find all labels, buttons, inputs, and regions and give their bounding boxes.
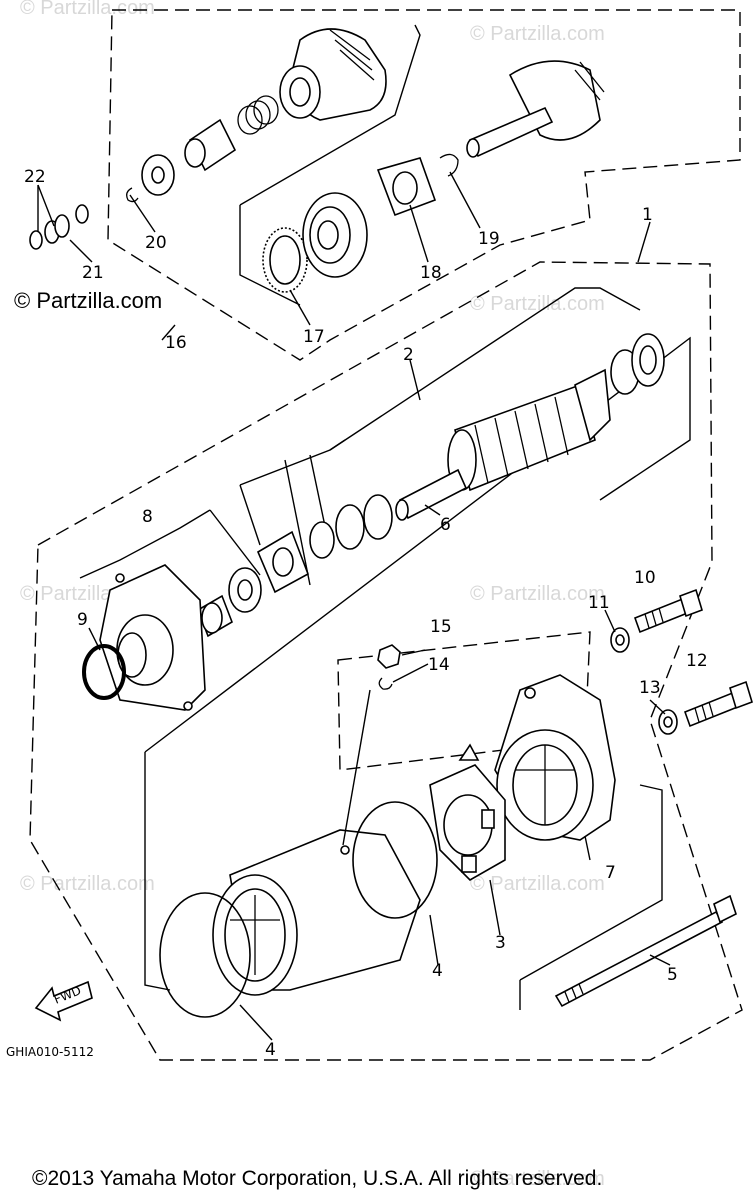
bracket-lines bbox=[79, 24, 691, 1010]
part-washers-left bbox=[256, 494, 393, 594]
callout-1: 1 bbox=[642, 205, 653, 225]
part-bolt-12 bbox=[683, 680, 753, 728]
part-rear-cover bbox=[494, 674, 616, 841]
callout-12: 12 bbox=[686, 651, 708, 671]
bracket-line bbox=[239, 24, 421, 206]
callout-10: 10 bbox=[634, 568, 656, 588]
part-bolt-10 bbox=[633, 588, 703, 634]
callout-2: 2 bbox=[403, 345, 414, 365]
fwd-arrow: FWD bbox=[34, 980, 93, 1022]
bracket-line bbox=[144, 336, 691, 753]
part-gear-disc bbox=[302, 192, 368, 278]
part-o-ring-4b bbox=[159, 892, 251, 1018]
callout-18: 18 bbox=[420, 263, 442, 283]
bracket-line bbox=[239, 484, 261, 546]
callout-14: 14 bbox=[428, 655, 450, 675]
part-washer-13 bbox=[658, 709, 678, 735]
part-long-bolt-5 bbox=[554, 894, 737, 1008]
part-o-ring-9 bbox=[82, 644, 126, 700]
part-washers-right bbox=[610, 333, 665, 395]
part-washer-11 bbox=[610, 627, 630, 653]
part-yoke bbox=[212, 829, 421, 996]
callout-leaders bbox=[37, 171, 671, 1041]
watermarks: © Partzilla.com © Partzilla.com © Partzi… bbox=[20, 0, 605, 1190]
part-front-cover bbox=[99, 564, 206, 711]
part-circlip-19 bbox=[439, 153, 459, 177]
part-nut-15 bbox=[377, 644, 401, 669]
callout-19: 19 bbox=[478, 229, 500, 249]
callout-8: 8 bbox=[142, 507, 153, 527]
callout-13: 13 bbox=[639, 678, 661, 698]
part-collar bbox=[141, 154, 175, 196]
watermark: © Partzilla.com bbox=[20, 873, 155, 895]
watermark: © Partzilla.com bbox=[20, 0, 155, 19]
callout-5: 5 bbox=[667, 965, 678, 985]
part-pinion bbox=[184, 118, 237, 172]
bracket-line bbox=[209, 509, 261, 576]
part-circlip-14 bbox=[378, 677, 393, 690]
callout-21: 21 bbox=[82, 263, 104, 283]
callout-6: 6 bbox=[440, 515, 451, 535]
bracket-line bbox=[329, 287, 641, 451]
callout-3: 3 bbox=[495, 933, 506, 953]
callout-20: 20 bbox=[145, 233, 167, 253]
part-plate-18 bbox=[376, 157, 437, 217]
bracket-line bbox=[519, 784, 663, 981]
copyright: ©2013 Yamaha Motor Corporation, U.S.A. A… bbox=[32, 1167, 602, 1190]
callout-4b: 4 bbox=[265, 1040, 276, 1060]
callout-17: 17 bbox=[303, 327, 325, 347]
callout-15: 15 bbox=[430, 617, 452, 637]
watermark-main: © Partzilla.com bbox=[14, 288, 162, 313]
part-circlip-20 bbox=[126, 187, 139, 203]
part-bearing-17 bbox=[262, 227, 308, 293]
callout-22: 22 bbox=[24, 167, 46, 187]
watermark: © Partzilla.com bbox=[470, 583, 605, 605]
bracket-line bbox=[284, 459, 311, 586]
outline-group-16 bbox=[107, 9, 741, 361]
callout-4: 4 bbox=[432, 961, 443, 981]
part-spring-21 bbox=[29, 204, 89, 250]
callout-labels: 1 2 3 4 4 5 6 7 8 9 10 11 12 13 14 15 16… bbox=[24, 167, 708, 1060]
part-armature bbox=[395, 368, 611, 521]
watermark: © Partzilla.com bbox=[470, 1168, 605, 1190]
part-brush-holder bbox=[429, 743, 506, 881]
bracket-line bbox=[144, 752, 171, 991]
part-shaft-assembly bbox=[466, 60, 605, 158]
part-clutch-housing bbox=[279, 28, 387, 121]
part-o-ring-4a bbox=[352, 801, 438, 919]
bracket-line bbox=[239, 439, 346, 486]
watermark: © Partzilla.com bbox=[470, 23, 605, 45]
outline-group-1 bbox=[29, 261, 743, 1061]
bracket-line bbox=[79, 509, 211, 579]
part-bearing-8 bbox=[197, 567, 262, 638]
watermark: © Partzilla.com bbox=[470, 873, 605, 895]
bracket-line bbox=[239, 205, 301, 306]
callout-11: 11 bbox=[588, 593, 610, 613]
callout-9: 9 bbox=[77, 610, 88, 630]
callout-7: 7 bbox=[605, 863, 616, 883]
part-spring bbox=[237, 95, 279, 135]
callout-16: 16 bbox=[165, 333, 187, 353]
watermark: © Partzilla.com bbox=[470, 293, 605, 315]
diagram-code: GHIA010-5112 bbox=[6, 1045, 94, 1059]
